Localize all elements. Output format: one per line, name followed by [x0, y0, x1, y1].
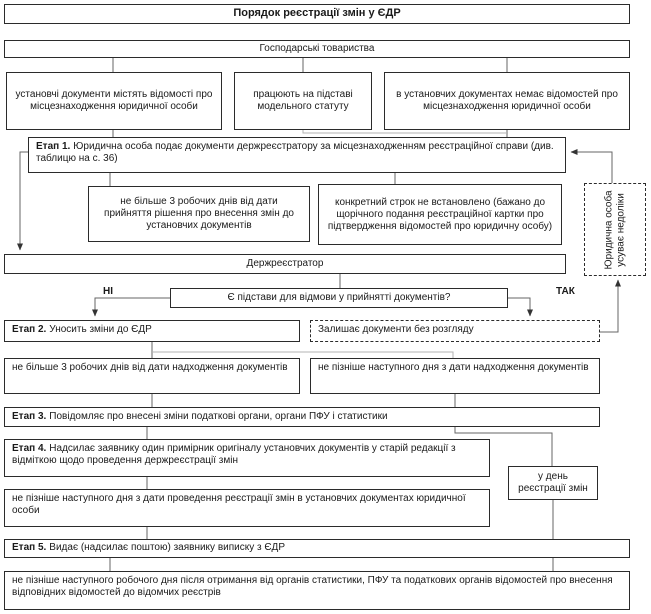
node-etap4: Етап 4.Надсилає заявнику один примірник …: [4, 439, 490, 477]
node-term-no-strict: конкретний строк не встановлено (бажано …: [318, 184, 562, 245]
node-branch-model-statute: працюють на підставі модельного статуту: [234, 72, 372, 130]
node-branch-no-location-info: в установчих документах немає відомостей…: [384, 72, 630, 130]
node-etap1: Етап 1.Юридична особа подає документи де…: [28, 137, 566, 173]
connector-question-yes: [508, 297, 533, 317]
etap3-prefix: Етап 3.: [12, 411, 47, 422]
node-term-nextday-registration: не пізніше наступного дня з дати проведе…: [4, 489, 490, 527]
label-no: НІ: [103, 286, 113, 297]
etap4-prefix: Етап 4.: [12, 443, 47, 454]
node-same-day: у день реєстрації змін: [508, 466, 598, 500]
node-etap5: Етап 5.Видає (надсилає поштою) заявнику …: [4, 539, 630, 558]
node-term-3days-receipt: не більше 3 робочих днів від дати надход…: [4, 358, 300, 394]
etap1-text: Юридична особа подає документи держреєст…: [36, 141, 554, 164]
connector-question-no: [92, 297, 170, 317]
node-gospodarski-tovarystva: Господарські товариства: [4, 40, 630, 58]
etap2-text: Уносить зміни до ЄДР: [49, 324, 152, 335]
connector-leave-fixdefects: [600, 279, 621, 333]
fix-defects-text: Юридична особа усуває недоліки: [603, 189, 626, 270]
label-yes: ТАК: [556, 286, 575, 297]
node-term-3days-decision: не більше 3 робочих днів від дати прийня…: [88, 186, 310, 242]
diagram-title: Порядок реєстрації змін у ЄДР: [4, 4, 630, 24]
node-derzhreestrator: Держреєстратор: [4, 254, 566, 274]
etap5-text: Видає (надсилає поштою) заявнику виписку…: [49, 542, 285, 553]
etap3-text: Повідомляє про внесені зміни податкові о…: [49, 411, 388, 422]
node-branch-founding-docs-contain: установчі документи містять відомості пр…: [6, 72, 222, 130]
connector-branchmid-merge: [302, 130, 506, 134]
connector-fixdefects-etap1: [570, 149, 613, 183]
node-leave-docs: Залишає документи без розгляду: [310, 320, 600, 342]
etap4-text: Надсилає заявнику один примірник оригіна…: [12, 443, 456, 466]
node-question-refusal: Є підстави для відмови у прийнятті докум…: [170, 288, 508, 308]
node-etap3: Етап 3.Повідомляє про внесені зміни пода…: [4, 407, 600, 427]
etap1-prefix: Етап 1.: [36, 141, 71, 152]
node-fix-defects: Юридична особа усуває недоліки: [584, 183, 646, 276]
etap5-prefix: Етап 5.: [12, 542, 47, 553]
connector-etap1-derzh-bypass: [17, 151, 28, 251]
node-term-after-info: не пізніше наступного робочого дня після…: [4, 571, 630, 610]
etap2-prefix: Етап 2.: [12, 324, 47, 335]
node-term-nextday-receipt: не пізніше наступного дня з дати надходж…: [310, 358, 600, 394]
node-etap2: Етап 2.Уносить зміни до ЄДР: [4, 320, 300, 342]
